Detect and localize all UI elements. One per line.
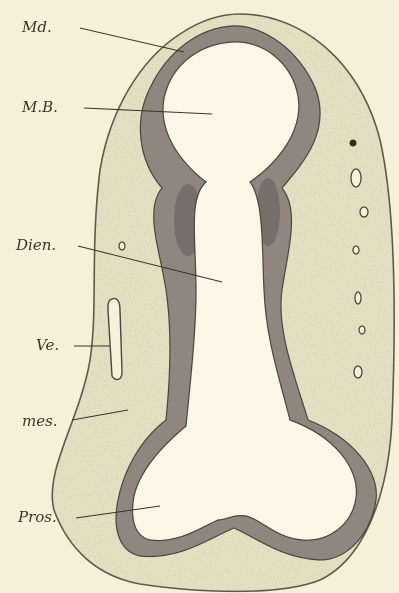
label-mes: mes. xyxy=(22,412,58,430)
label-pros: Pros. xyxy=(18,508,57,526)
label-mb: M.B. xyxy=(22,98,58,116)
label-md: Md. xyxy=(22,18,52,36)
label-dien: Dien. xyxy=(16,236,56,254)
leader-md xyxy=(80,28,184,52)
label-ve: Ve. xyxy=(36,336,59,354)
